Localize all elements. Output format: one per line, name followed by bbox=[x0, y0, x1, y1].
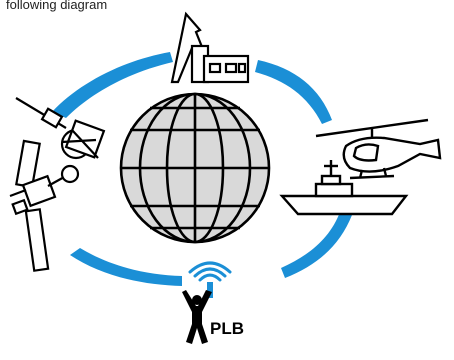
arrow-bottom-left bbox=[70, 248, 182, 286]
arrow-top-left bbox=[52, 52, 173, 118]
arrow-top-right bbox=[255, 60, 332, 124]
ship-icon bbox=[279, 160, 409, 216]
arrow-right bbox=[281, 212, 352, 278]
cycle-arrows bbox=[52, 52, 352, 286]
helicopter-icon bbox=[315, 118, 442, 180]
plb-person-icon: PLB bbox=[182, 261, 244, 344]
plb-label: PLB bbox=[210, 319, 244, 338]
ground-station-icon bbox=[170, 11, 250, 84]
globe-icon bbox=[119, 92, 271, 244]
satellite-lower-icon bbox=[9, 139, 80, 272]
satellite-icon bbox=[15, 97, 106, 160]
caption-text: following diagram bbox=[6, 0, 108, 12]
